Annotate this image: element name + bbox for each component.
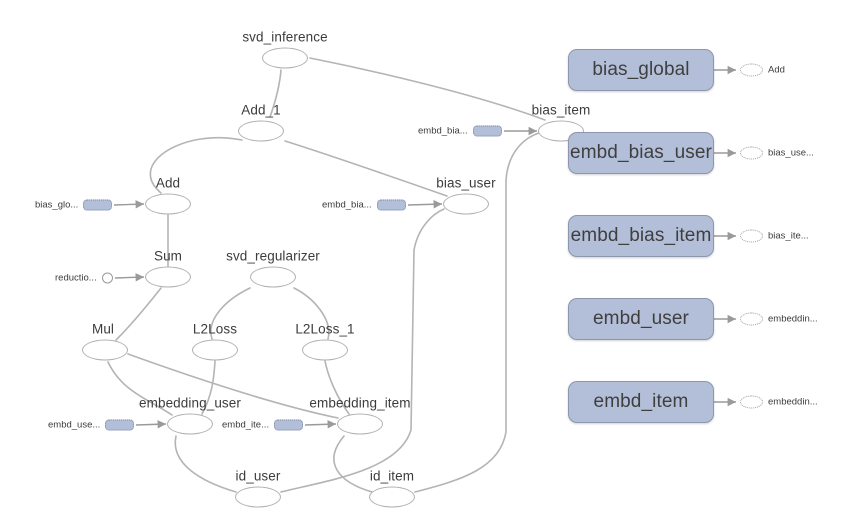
op-node-label: L2Loss (192, 321, 238, 337)
op-node-mul[interactable]: Mul (82, 322, 128, 361)
annotation-label: Add (768, 64, 785, 76)
op-node-label: L2Loss_1 (295, 321, 355, 337)
dotted-ellipse-icon (740, 312, 763, 326)
dotted-ellipse-icon (740, 395, 763, 409)
namespace-annotation-embd_user[interactable]: embeddin... (740, 312, 818, 326)
graph-edge (269, 69, 282, 118)
op-node-label: svd_regularizer (226, 248, 320, 264)
dotted-ellipse-icon (740, 229, 763, 243)
input-annotation-label: reductio... (55, 272, 97, 284)
ellipse-icon (443, 193, 489, 215)
op-node-embedding_item[interactable]: embedding_item (309, 396, 411, 435)
namespace-node-label: embd_user (593, 308, 689, 329)
op-node-label: Add (155, 175, 181, 191)
ellipse-icon (235, 486, 281, 508)
graph-edge (127, 353, 339, 419)
ellipse-icon (167, 413, 213, 435)
graph-edge (115, 287, 162, 341)
annotation-label: embeddin... (768, 396, 818, 408)
graph-edge (107, 361, 173, 416)
graph-edge (284, 140, 448, 197)
namespace-node-bias_global[interactable]: bias_global (568, 49, 714, 91)
namespace-node-embd_user[interactable]: embd_user (568, 298, 714, 340)
graph-edge (293, 287, 330, 340)
input-annotation-in-embd-bias-1[interactable]: embd_bia... (418, 125, 502, 137)
op-node-add[interactable]: Add (145, 176, 191, 215)
variable-chip-icon (83, 199, 113, 211)
annotation-label: bias_ite... (768, 230, 809, 242)
dotted-ellipse-icon (740, 63, 763, 77)
annotation-label: bias_use... (768, 147, 814, 159)
ellipse-icon (192, 339, 238, 361)
op-node-add_1[interactable]: Add_1 (238, 103, 284, 142)
op-node-l2loss[interactable]: L2Loss (192, 322, 238, 361)
op-node-label: bias_item (531, 102, 591, 118)
op-node-label: bias_user (436, 175, 496, 191)
op-node-label: Add_1 (241, 102, 281, 118)
ellipse-icon (82, 339, 128, 361)
namespace-node-label: bias_global (592, 59, 690, 80)
namespace-node-embd_bias_item[interactable]: embd_bias_item (568, 215, 714, 257)
input-annotation-label: bias_glo... (35, 199, 79, 211)
op-node-bias_user[interactable]: bias_user (436, 176, 496, 215)
op-node-sum[interactable]: Sum (145, 249, 191, 288)
graph-edge (414, 132, 540, 493)
ellipse-icon (302, 339, 348, 361)
input-annotation-label: embd_bia... (418, 125, 468, 137)
op-node-label: Sum (153, 248, 183, 264)
graph-edge (201, 360, 216, 415)
op-node-svd_regularizer[interactable]: svd_regularizer (226, 249, 320, 288)
input-annotation-in-embd-item[interactable]: embd_ite... (222, 419, 303, 431)
ellipse-icon (337, 413, 383, 435)
input-annotation-label: embd_use... (48, 419, 101, 431)
namespace-annotation-embd_item[interactable]: embeddin... (740, 395, 818, 409)
input-annotation-in-embd-user[interactable]: embd_use... (48, 419, 135, 431)
graph-edge (210, 287, 251, 340)
graph-edge (309, 57, 546, 121)
input-annotation-in-bias-global[interactable]: bias_glo... (35, 199, 113, 211)
op-node-id_item[interactable]: id_item (369, 469, 415, 508)
input-annotation-label: embd_bia... (322, 199, 372, 211)
op-node-label: Mul (91, 321, 115, 337)
constant-circle-icon (101, 272, 113, 284)
namespace-annotation-bias_global[interactable]: Add (740, 63, 785, 77)
input-annotation-in-reduction[interactable]: reductio... (55, 272, 113, 284)
op-node-label: embedding_item (309, 395, 411, 411)
op-node-id_user[interactable]: id_user (235, 469, 281, 508)
ellipse-icon (262, 47, 308, 69)
graph-edge (149, 136, 243, 194)
namespace-node-embd_bias_user[interactable]: embd_bias_user (568, 132, 714, 174)
op-node-label: id_item (369, 468, 415, 484)
namespace-node-label: embd_bias_user (570, 142, 712, 163)
op-node-svd_inference[interactable]: svd_inference (242, 30, 328, 69)
variable-chip-icon (472, 125, 502, 137)
dotted-ellipse-icon (740, 146, 763, 160)
graph-edge (174, 435, 237, 493)
ellipse-icon (250, 266, 296, 288)
input-annotation-in-embd-bias-2[interactable]: embd_bia... (322, 199, 406, 211)
op-node-label: embedding_user (139, 395, 241, 411)
variable-chip-icon (274, 419, 303, 431)
graph-edge (324, 360, 350, 415)
op-node-l2loss_1[interactable]: L2Loss_1 (295, 322, 355, 361)
namespace-annotation-embd_bias_user[interactable]: bias_use... (740, 146, 814, 160)
ellipse-icon (145, 266, 191, 288)
ellipse-icon (145, 193, 191, 215)
graph-edge (280, 208, 445, 493)
ellipse-icon (238, 120, 284, 142)
namespace-annotation-embd_bias_item[interactable]: bias_ite... (740, 229, 809, 243)
namespace-node-embd_item[interactable]: embd_item (568, 381, 714, 423)
input-annotation-label: embd_ite... (222, 419, 269, 431)
op-node-label: svd_inference (242, 29, 328, 45)
variable-chip-icon (105, 419, 135, 431)
annotation-label: embeddin... (768, 313, 818, 325)
ellipse-icon (369, 486, 415, 508)
variable-chip-icon (376, 199, 406, 211)
op-node-label: id_user (235, 468, 281, 484)
graph-edge (333, 435, 373, 493)
namespace-node-label: embd_item (593, 391, 689, 412)
op-node-embedding_user[interactable]: embedding_user (139, 396, 241, 435)
namespace-node-label: embd_bias_item (570, 225, 712, 246)
